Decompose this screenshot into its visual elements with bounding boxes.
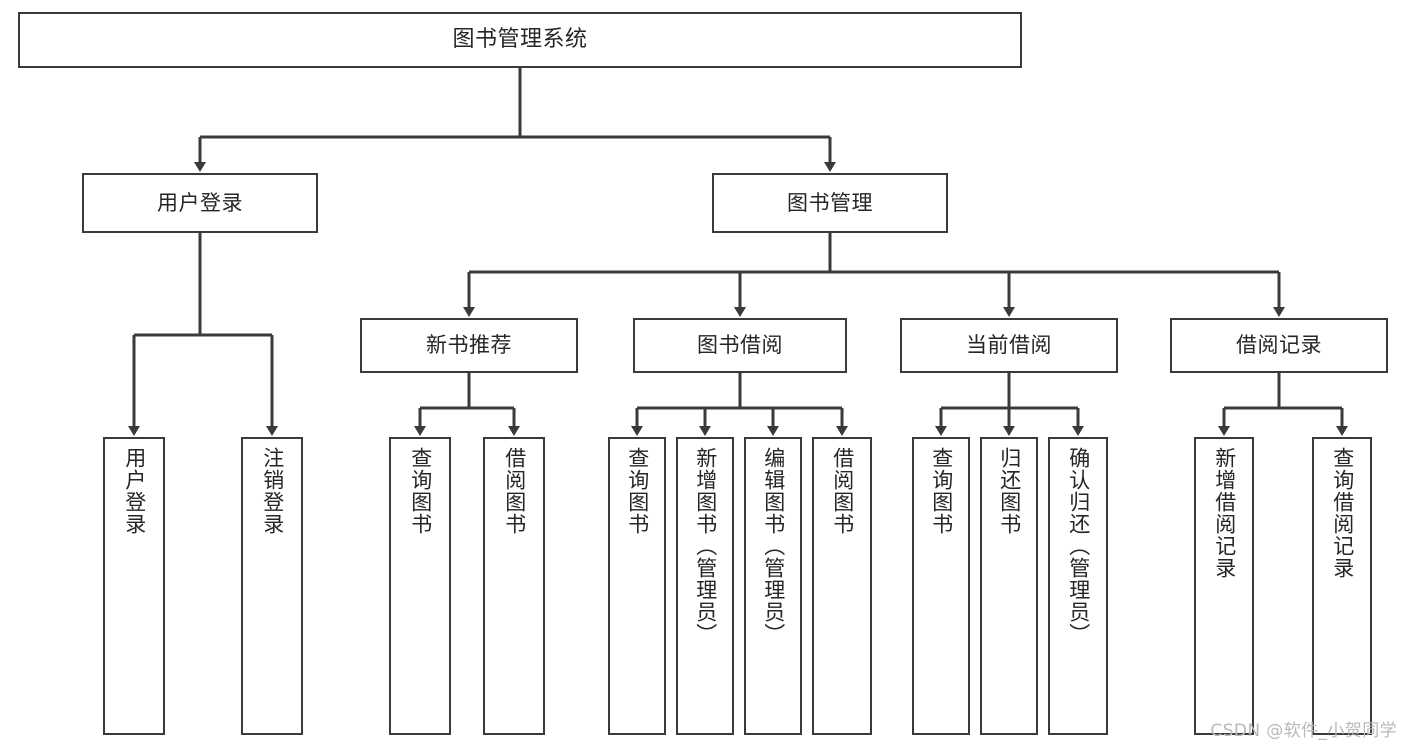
node-user-login[interactable]: 用户登录 [82,173,318,233]
leaf-label: 新增借阅记录 [1212,447,1237,579]
node-root[interactable]: 图书管理系统 [18,12,1022,68]
leaf-label: 确认归还（管理员） [1066,447,1091,645]
leaf-query-book-new[interactable]: 查询图书 [389,437,451,735]
leaf-query-book-borrow[interactable]: 查询图书 [608,437,666,735]
node-borrow-record[interactable]: 借阅记录 [1170,318,1388,373]
node-book-borrow[interactable]: 图书借阅 [633,318,847,373]
leaf-borrow-book-new[interactable]: 借阅图书 [483,437,545,735]
leaf-label: 新增图书（管理员） [693,447,718,645]
node-book-management-label: 图书管理 [787,190,873,215]
leaf-label: 借阅图书 [502,447,527,535]
node-root-label: 图书管理系统 [452,27,588,53]
leaf-label: 查询图书 [929,447,954,535]
node-borrow-record-label: 借阅记录 [1236,333,1322,358]
leaf-label: 借阅图书 [830,447,855,535]
leaf-return-book[interactable]: 归还图书 [980,437,1038,735]
leaf-label: 用户登录 [122,447,147,535]
leaf-borrow-book[interactable]: 借阅图书 [812,437,872,735]
node-book-borrow-label: 图书借阅 [697,333,783,358]
leaf-add-borrow-record[interactable]: 新增借阅记录 [1194,437,1254,735]
leaf-label: 归还图书 [997,447,1022,535]
leaf-edit-book-admin[interactable]: 编辑图书（管理员） [744,437,802,735]
node-new-book-recommend[interactable]: 新书推荐 [360,318,578,373]
node-new-book-recommend-label: 新书推荐 [426,333,512,358]
leaf-add-book-admin[interactable]: 新增图书（管理员） [676,437,734,735]
leaf-label: 编辑图书（管理员） [761,447,786,645]
leaf-label: 查询图书 [625,447,650,535]
leaf-logout[interactable]: 注销登录 [241,437,303,735]
leaf-label: 查询图书 [408,447,433,535]
leaf-label: 查询借阅记录 [1330,447,1355,579]
node-current-borrow[interactable]: 当前借阅 [900,318,1118,373]
leaf-user-login[interactable]: 用户登录 [103,437,165,735]
node-user-login-label: 用户登录 [157,190,243,215]
leaf-query-book-current[interactable]: 查询图书 [912,437,970,735]
node-current-borrow-label: 当前借阅 [966,333,1052,358]
leaf-confirm-return-admin[interactable]: 确认归还（管理员） [1048,437,1108,735]
node-book-management[interactable]: 图书管理 [712,173,948,233]
leaf-label: 注销登录 [260,447,285,535]
watermark: CSDN @软件_小贺同学 [1210,721,1397,741]
leaf-query-borrow-record[interactable]: 查询借阅记录 [1312,437,1372,735]
